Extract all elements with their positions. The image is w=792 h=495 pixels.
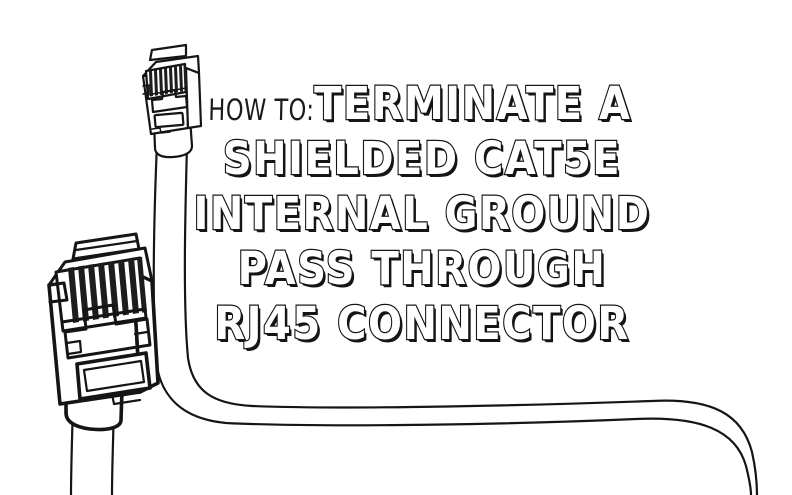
poster-title-block: HOW TO: TERMINATE A SHIELDED CAT5E INTER… [192, 72, 650, 351]
how-to-prefix: HOW TO: [208, 92, 315, 127]
rj45-connector-small [141, 43, 203, 159]
title-line-2: SHIELDED CAT5E [222, 133, 622, 186]
title-line-5: RJ45 CONNECTOR [213, 298, 630, 351]
title-row-1: HOW TO: TERMINATE A [208, 72, 636, 131]
title-line-1: TERMINATE A [313, 78, 632, 131]
title-row-5: RJ45 CONNECTOR [208, 292, 636, 351]
title-line-3: INTERNAL GROUND [192, 188, 651, 241]
title-row-3: INTERNAL GROUND [192, 182, 650, 238]
rj45-connector-large [47, 232, 160, 432]
title-row-2: SHIELDED CAT5E [208, 127, 636, 186]
title-row-4: PASS THROUGH [208, 237, 636, 296]
cable-large-connector [69, 402, 116, 495]
title-line-4: PASS THROUGH [237, 243, 607, 296]
